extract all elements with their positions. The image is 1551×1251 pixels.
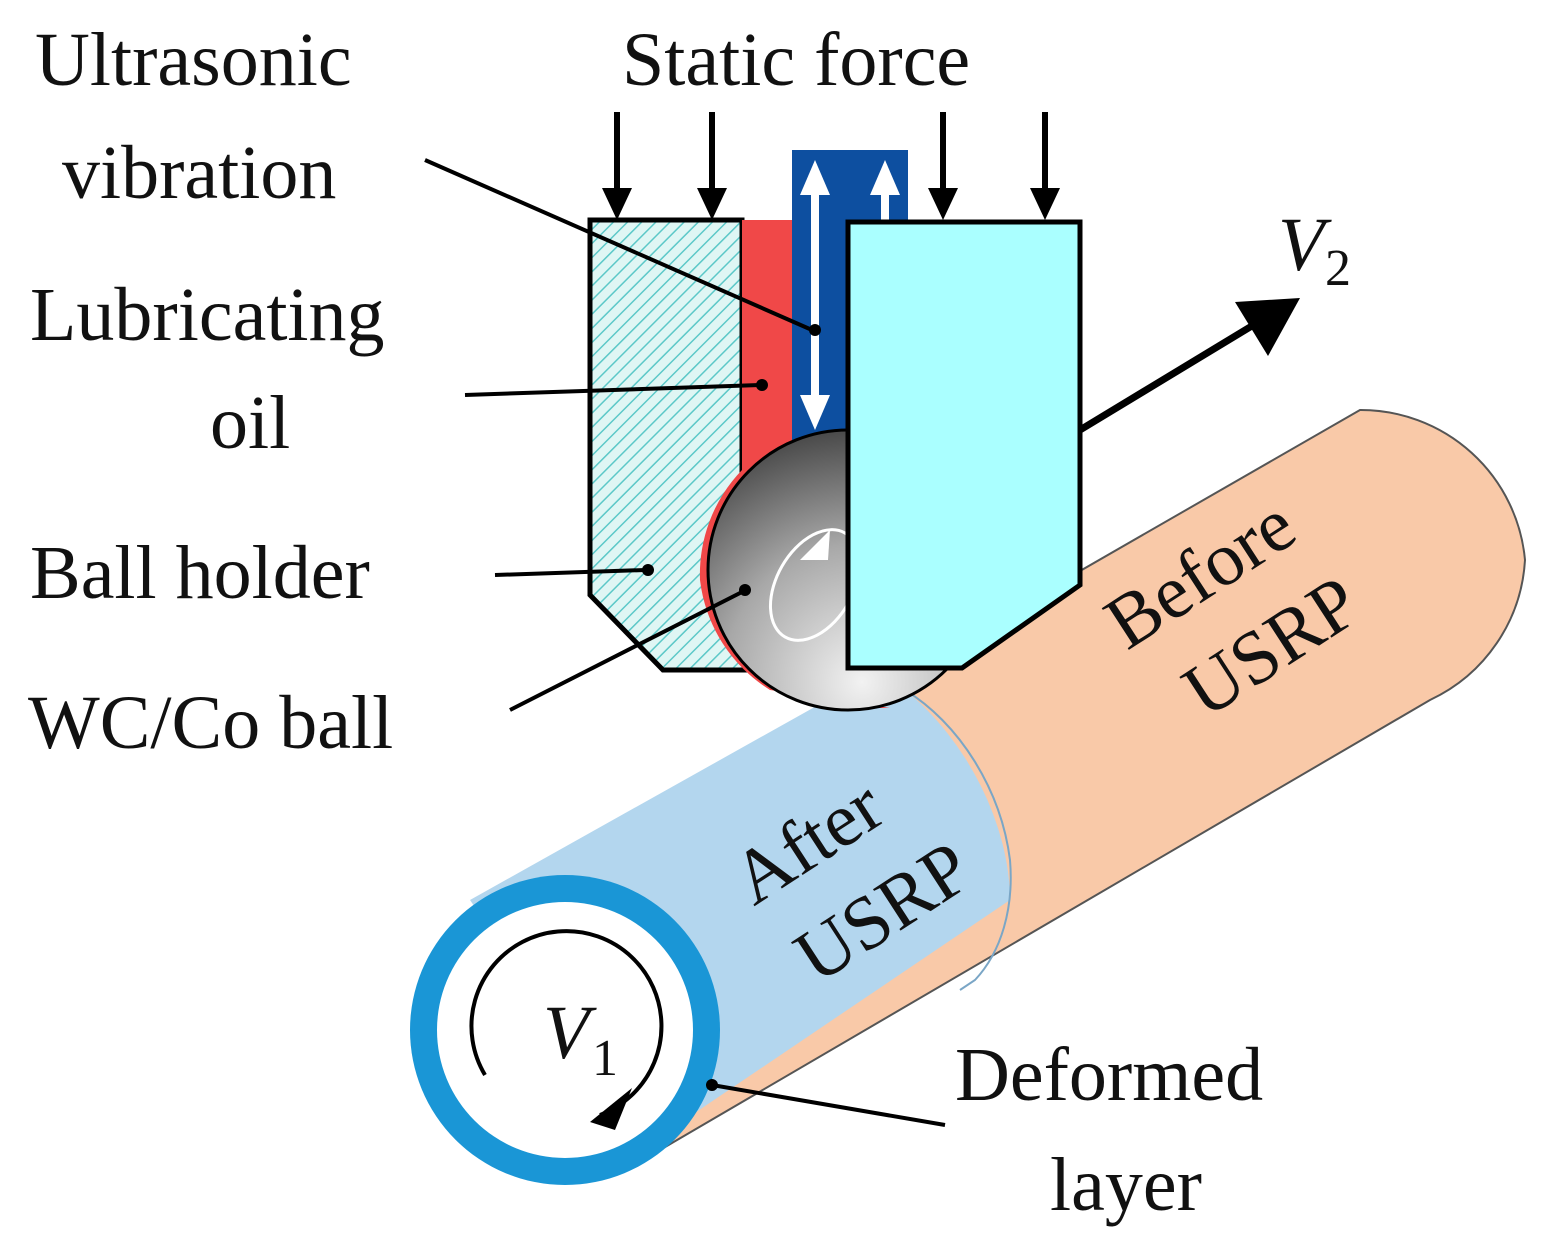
label-ultrasonic-line1: Ultrasonic bbox=[35, 18, 352, 102]
label-v1-sub: 1 bbox=[592, 1030, 618, 1087]
rotation-arrow-v1 bbox=[469, 929, 664, 1117]
feed-arrow-v2 bbox=[1078, 315, 1267, 433]
label-ball-holder: Ball holder bbox=[30, 531, 370, 615]
static-force-arrows bbox=[602, 112, 1060, 220]
label-ultrasonic-line2: vibration bbox=[62, 131, 336, 215]
label-wc-co-ball: WC/Co ball bbox=[28, 681, 393, 765]
label-deformed-line1: Deformed bbox=[955, 1033, 1263, 1117]
label-lubricating-line1: Lubricating bbox=[30, 273, 385, 357]
lubricating-oil bbox=[699, 220, 890, 708]
workpiece-cylinder bbox=[410, 408, 1527, 1185]
label-v2-sub: 2 bbox=[1325, 240, 1351, 297]
label-v1: V 1 bbox=[543, 991, 618, 1087]
leader-lines bbox=[424, 158, 946, 1127]
ball-holder-right bbox=[845, 219, 1083, 671]
vibration-arrows bbox=[800, 160, 900, 430]
label-static-force: Static force bbox=[622, 18, 970, 102]
label-lubricating-line2: oil bbox=[210, 381, 290, 465]
label-deformed-line2: layer bbox=[1050, 1143, 1202, 1227]
label-v2-main: V bbox=[1278, 203, 1332, 287]
label-v1-main: V bbox=[543, 991, 597, 1075]
label-v2: V 2 bbox=[1278, 203, 1351, 297]
